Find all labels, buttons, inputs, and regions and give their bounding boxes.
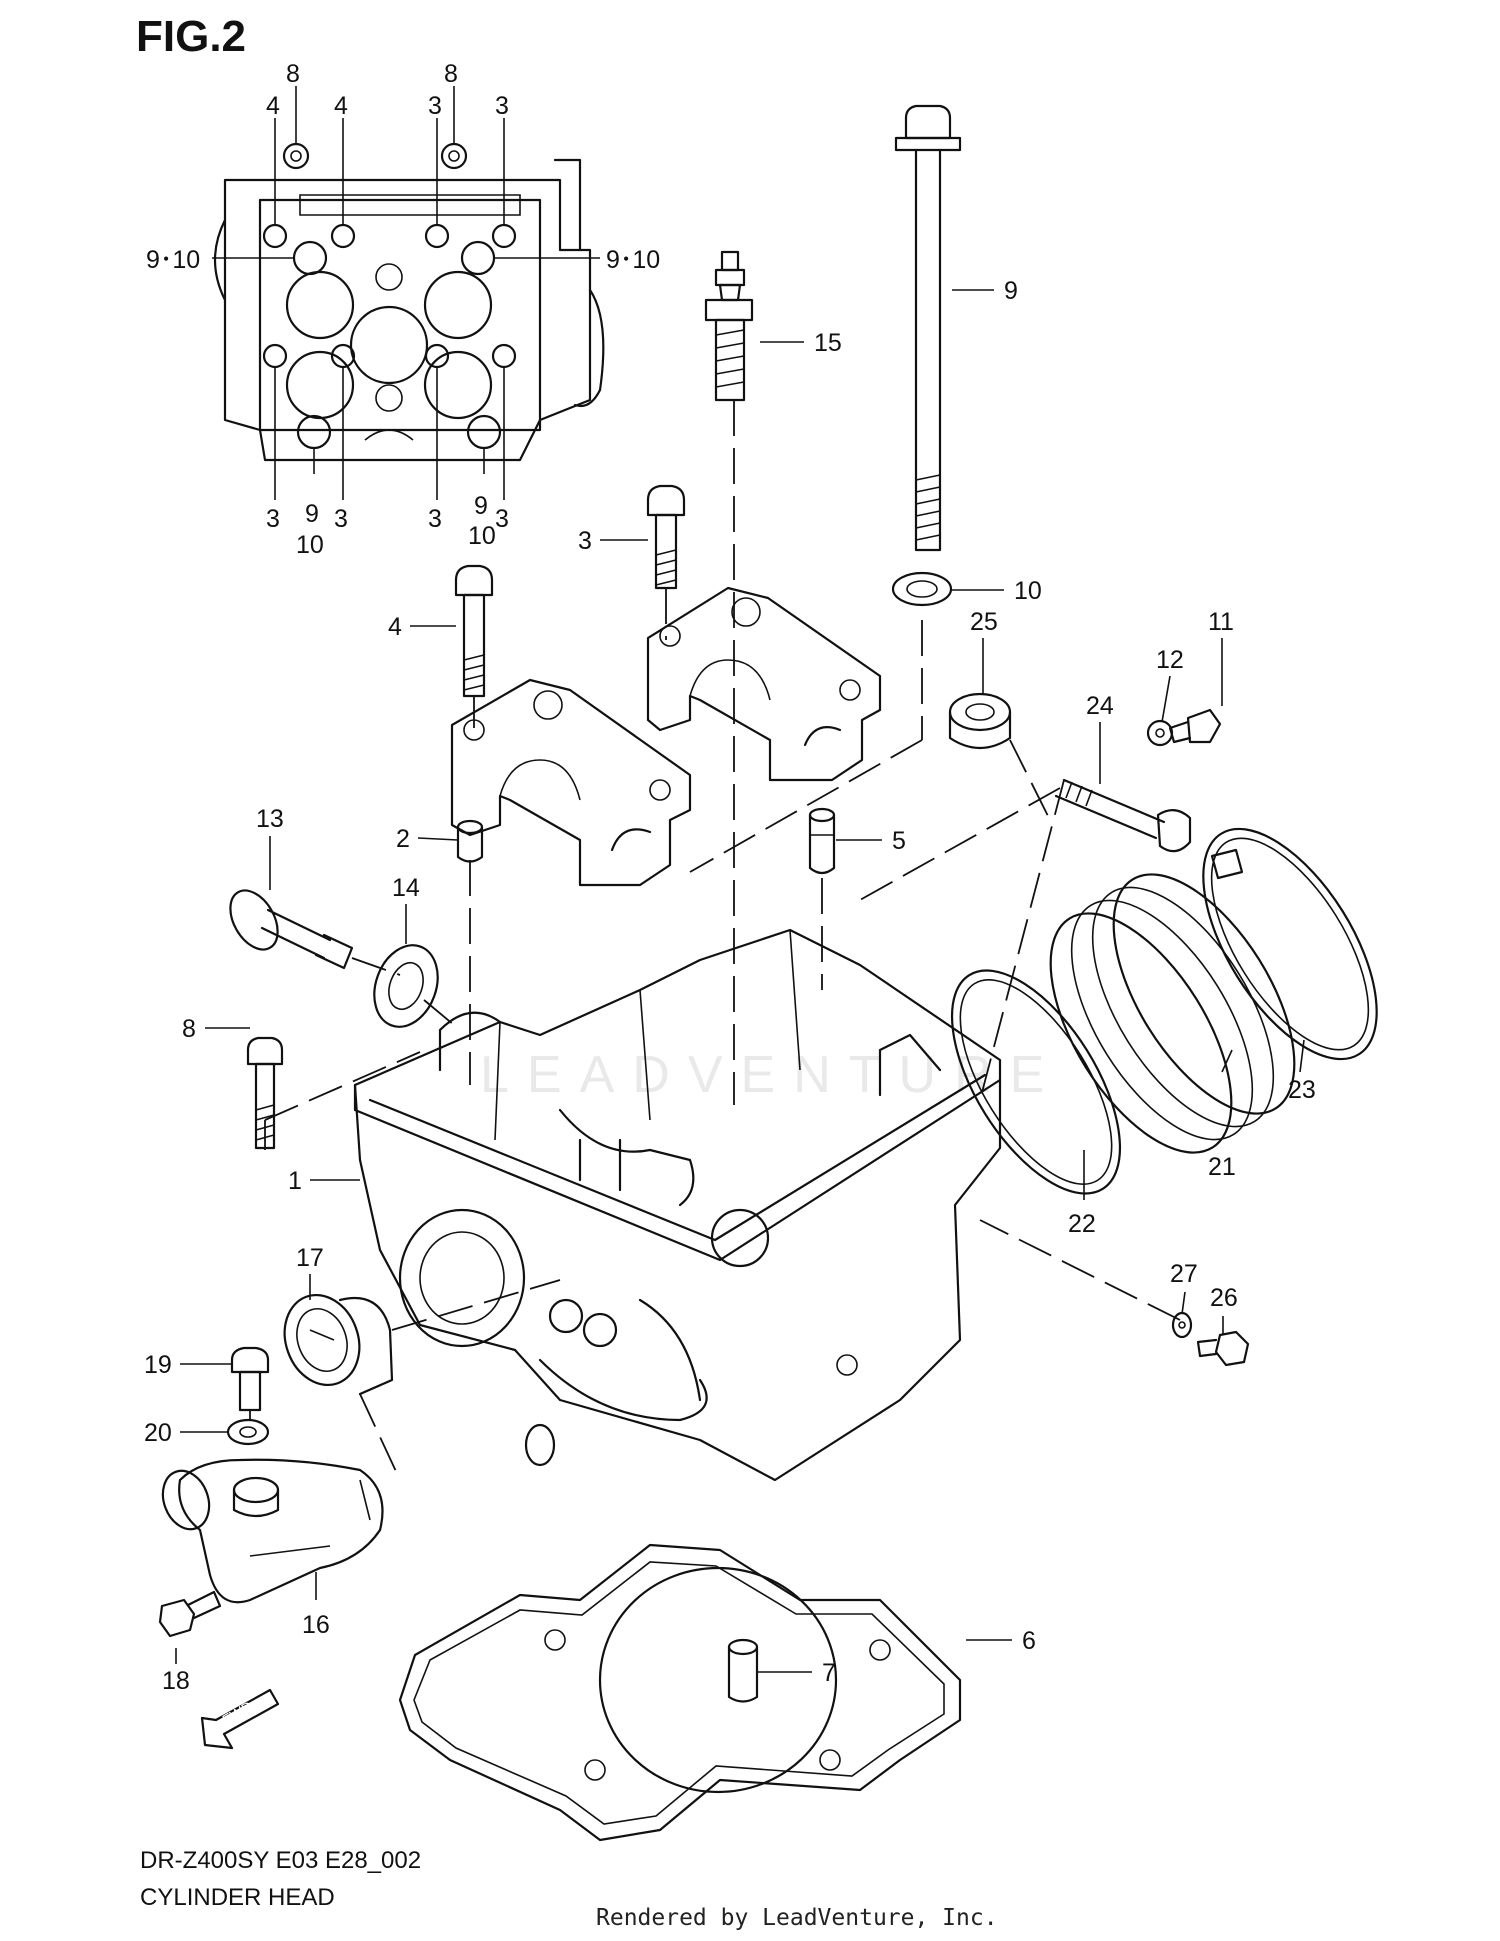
part-26-bolt: [1196, 1330, 1250, 1367]
callout-6: 6: [1022, 1627, 1036, 1655]
inset-callout-3-c: 3: [266, 505, 280, 533]
part-9-head-bolt: [894, 104, 962, 552]
callout-13: 13: [256, 805, 284, 833]
callout-labels: 1 2 3 4 5 6 7 8 9 10 11 12 13 14 15 16 1…: [144, 277, 1316, 1695]
diagram-caption: CYLINDER HEAD: [140, 1884, 335, 1911]
part-1-cylinder-head: [353, 928, 1002, 1482]
part-6-head-gasket: [398, 1543, 962, 1842]
part-27-washer: [1171, 1311, 1193, 1339]
part-24-bolt: [1054, 778, 1192, 853]
callout-14: 14: [392, 874, 420, 902]
inset-callout-3-b: 3: [495, 92, 509, 120]
callout-11: 11: [1208, 608, 1234, 636]
inset-callout-3-d: 3: [334, 505, 348, 533]
part-16-thermostat-cap: [161, 1458, 384, 1604]
callout-18: 18: [162, 1667, 190, 1695]
part-20-washer: [226, 1418, 270, 1446]
part-14-oil-seal: [373, 944, 439, 1028]
main-leaders: [175, 289, 1305, 1673]
inset-callout-4-left: 4: [266, 92, 280, 120]
callout-9: 9: [1004, 277, 1018, 305]
inset-callout-10-a: 10: [296, 531, 324, 559]
cam-holder-rear: [646, 586, 882, 782]
inset-callout-9-10-left: 9･10: [146, 246, 200, 274]
callout-8: 8: [182, 1015, 196, 1043]
inset-callout-3-f: 3: [495, 505, 509, 533]
part-3-bolt: [646, 484, 686, 590]
part-5-plug: [808, 807, 836, 875]
inset-leaders: [212, 86, 600, 500]
callout-1: 1: [288, 1167, 302, 1195]
callout-15: 15: [814, 329, 842, 357]
rendered-by-credit: Rendered by LeadVenture, Inc.: [596, 1905, 998, 1931]
callout-25: 25: [970, 608, 998, 636]
callout-12: 12: [1156, 646, 1184, 674]
part-7-dowel-pin: [727, 1638, 759, 1703]
inset-callout-3-e: 3: [428, 505, 442, 533]
model-code: DR-Z400SY E03 E28_002: [140, 1847, 422, 1874]
callout-23: 23: [1288, 1076, 1316, 1104]
callout-27: 27: [1170, 1260, 1198, 1288]
forward-arrow-icon: FWD: [200, 1688, 280, 1750]
part-8-bolt: [246, 1036, 284, 1150]
part-19-bolt: [230, 1346, 270, 1412]
inset-callout-9-b: 9: [474, 492, 488, 520]
callout-2: 2: [396, 825, 410, 853]
inset-callout-4-right: 4: [334, 92, 348, 120]
callout-17: 17: [296, 1244, 324, 1272]
inset-callout-10-b: 10: [468, 522, 496, 550]
callout-7: 7: [822, 1659, 836, 1687]
inset-callout-9-10-right: 9･10: [606, 246, 660, 274]
inset-top-view: [213, 142, 605, 462]
assembly-dashed-lines: [249, 400, 1181, 1481]
part-11-bolt: [1168, 708, 1222, 744]
part-10-washer: [891, 571, 953, 607]
part-17-thermostat: [283, 1293, 394, 1396]
inset-callout-8-left: 8: [286, 60, 300, 88]
figure-title: FIG.2: [136, 12, 247, 61]
callout-21: 21: [1208, 1153, 1236, 1181]
callout-19: 19: [144, 1351, 172, 1379]
callout-22: 22: [1068, 1210, 1096, 1238]
callout-5: 5: [892, 827, 906, 855]
callout-4: 4: [388, 613, 402, 641]
inset-callout-labels: 8 4 8 4 3 3 9･10 9･10 3 9 3 10 3 9 3 10: [146, 60, 660, 559]
callout-10: 10: [1014, 577, 1042, 605]
part-18-bolt: [158, 1590, 222, 1638]
part-12-washer: [1146, 719, 1174, 747]
part-22-clamp: [950, 969, 1122, 1195]
inset-callout-3-a: 3: [428, 92, 442, 120]
part-2-dowel-pin: [456, 819, 484, 863]
part-15-spark-plug: [704, 250, 754, 402]
inset-callout-9-a: 9: [305, 500, 319, 528]
cam-holder-front: [450, 678, 692, 887]
part-23-clamp: [1202, 827, 1378, 1061]
callout-3: 3: [578, 527, 592, 555]
part-4-bolt: [454, 564, 494, 698]
callout-26: 26: [1210, 1284, 1238, 1312]
watermark-text: LEADVENTURE: [480, 1046, 1062, 1104]
callout-16: 16: [302, 1611, 330, 1639]
callout-20: 20: [144, 1419, 172, 1447]
part-13-cap-bolt: [229, 889, 354, 970]
part-21-intake-pipe: [1049, 873, 1296, 1154]
inset-callout-8-right: 8: [444, 60, 458, 88]
callout-24: 24: [1086, 692, 1114, 720]
part-25-nut: [948, 692, 1012, 749]
